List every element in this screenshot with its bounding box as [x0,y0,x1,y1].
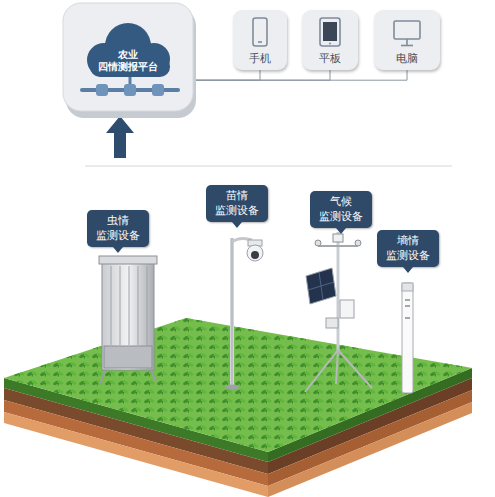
monitor-icon [392,16,422,50]
connector-line [194,70,260,80]
terminal-label: 平板 [302,50,358,70]
connector-line [194,70,330,80]
tablet-icon [315,16,345,50]
platform-cloud: 农业 四情测报平台 [62,2,200,120]
device-callout: 墒情 监测设备 [377,230,438,267]
device-callout: 苗情 监测设备 [206,185,267,222]
upload-arrow [106,116,134,158]
terminal-label: 手机 [233,50,287,70]
connector-line [194,70,407,80]
insect-monitor [99,256,157,384]
callout-text: 墒情 监测设备 [384,234,431,263]
terminal-box: 手机 [233,10,287,70]
weather-station [305,232,372,392]
phone-icon [245,16,275,50]
soil-moisture-probe [402,283,413,393]
device-callout: 虫情 监测设备 [87,210,148,247]
platform-name: 农业 四情测报平台 [94,49,162,73]
separator-line [85,166,452,167]
callout-text: 虫情 监测设备 [94,214,141,243]
callout-text: 苗情 监测设备 [213,189,260,218]
terminal-box: 电脑 [374,10,440,70]
callout-text: 气候 监测设备 [317,195,364,224]
terminal-label: 电脑 [374,50,440,70]
device-callout: 气候 监测设备 [310,191,371,228]
seedling-camera [225,238,263,390]
terminal-box: 平板 [302,10,358,70]
